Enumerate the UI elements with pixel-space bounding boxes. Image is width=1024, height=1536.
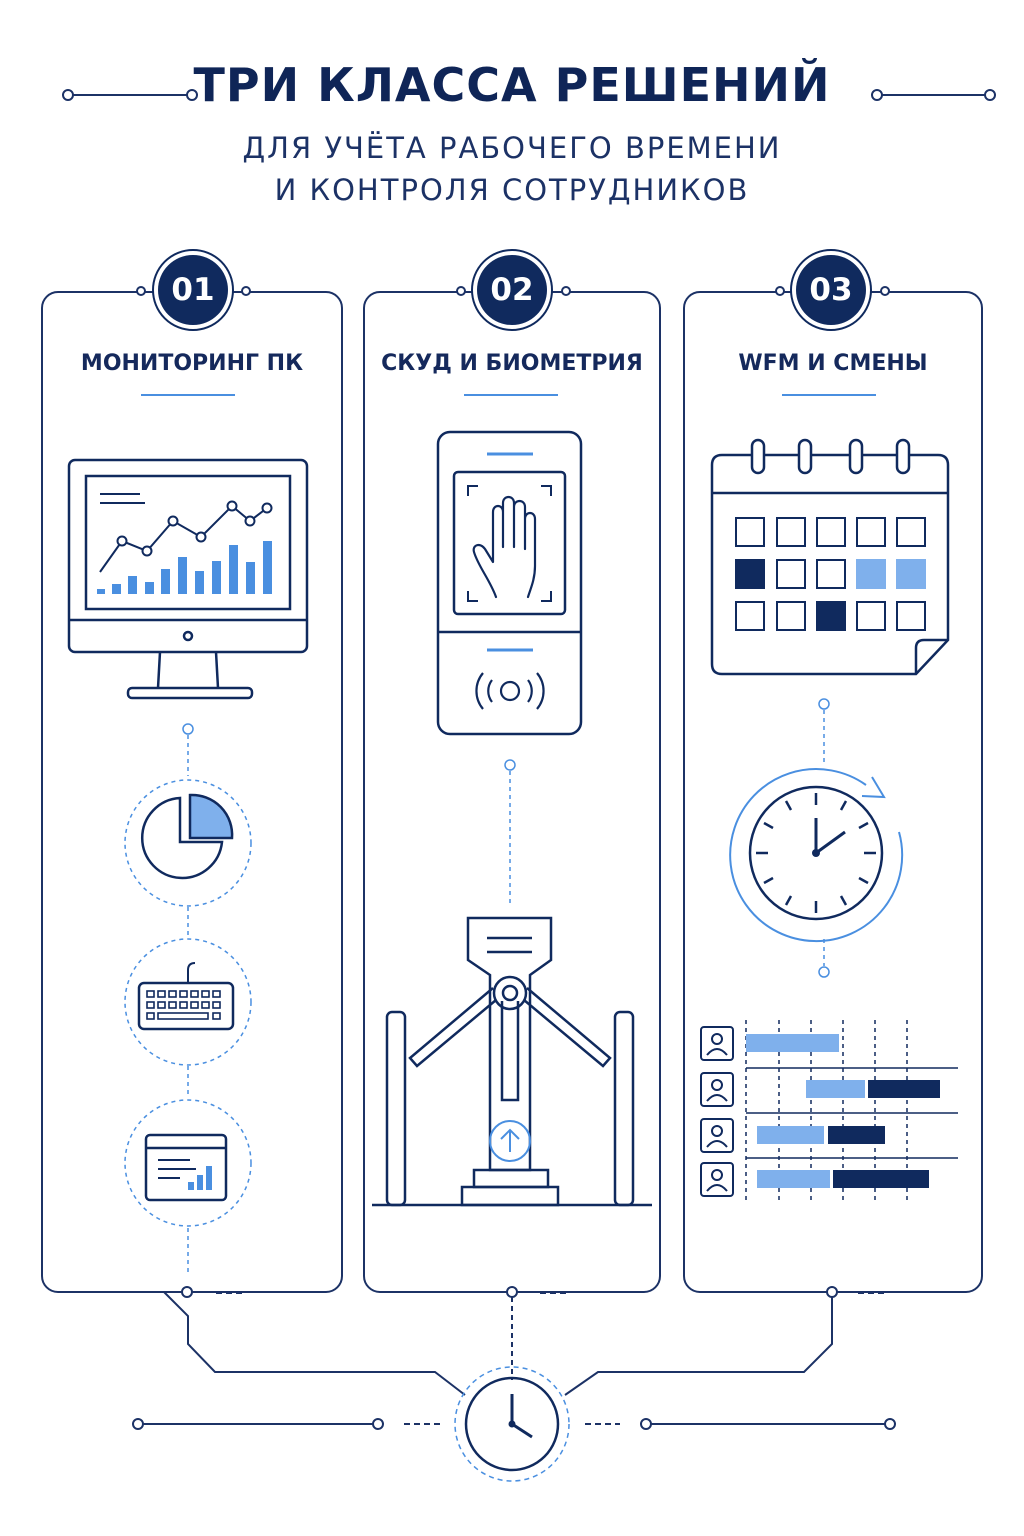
arrow-up-icon [489, 1120, 531, 1162]
header-left-connector [62, 89, 198, 101]
footer-connectors [132, 1286, 896, 1430]
badge-3-circle [790, 249, 872, 331]
subtitle-line-2: И КОНТРОЛЯ СОТРУДНИКОВ [274, 173, 750, 207]
panel-1 [41, 291, 343, 1293]
badge-number-1: 01 [171, 272, 215, 308]
subtitle-line-1: ДЛЯ УЧЁТА РАБОЧЕГО ВРЕМЕНИ [242, 131, 782, 165]
palm-scan-icon [472, 495, 537, 599]
shift-schedule-icon [745, 1020, 958, 1200]
badge-1-circle [152, 249, 234, 331]
keyboard-icon [137, 962, 235, 1031]
turnstile-icon [372, 916, 652, 1207]
page-title: ТРИ КЛАССА РЕШЕНИЙ [193, 58, 831, 112]
column-title-2: СКУД И БИОМЕТРИЯ [381, 351, 643, 376]
monitor-analytics-icon [67, 458, 309, 700]
biometric-terminal-icon [436, 430, 583, 736]
clock-icon [454, 1366, 570, 1482]
rfid-reader-icon [475, 672, 545, 710]
person-icon [700, 1026, 734, 1197]
column-title-3: WFM И СМЕНЫ [738, 351, 928, 376]
window-report-icon [144, 1133, 228, 1202]
badge-number-3: 03 [809, 272, 853, 308]
badge-number-2: 02 [490, 272, 534, 308]
calendar-icon [710, 438, 950, 676]
column-title-1: МОНИТОРИНГ ПК [80, 351, 304, 376]
clock-refresh-icon [729, 768, 904, 943]
header-right-connector [871, 89, 996, 101]
pie-chart-icon [140, 793, 234, 880]
badge-2-circle [471, 249, 553, 331]
